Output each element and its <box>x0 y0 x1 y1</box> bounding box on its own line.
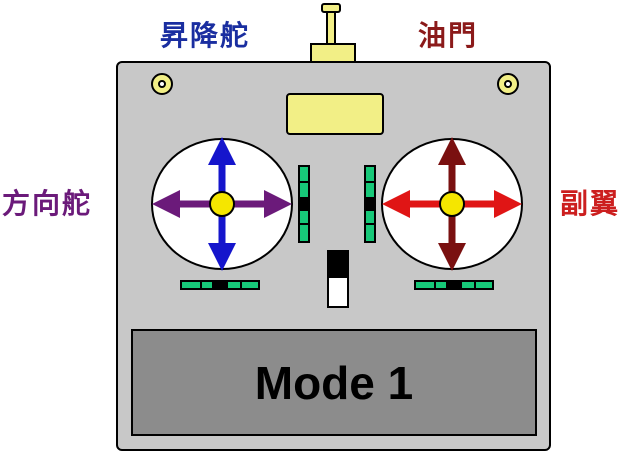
trim-tick <box>366 181 374 183</box>
aileron-label: 副翼 <box>560 187 621 220</box>
four-way-arrow-icon <box>151 137 293 271</box>
antenna-base <box>310 43 356 63</box>
trim-tick <box>240 282 242 288</box>
toggle-switch[interactable] <box>327 250 349 308</box>
elevator-label: 昇降舵 <box>160 19 251 52</box>
trim-tick <box>474 282 476 288</box>
antenna <box>326 11 336 47</box>
mode-panel: Mode 1 <box>131 329 537 436</box>
right-vertical-trim[interactable] <box>364 165 376 243</box>
screw-icon <box>151 73 173 95</box>
switch-knob <box>329 252 347 278</box>
left-horizontal-trim[interactable] <box>180 280 260 290</box>
trim-tick <box>434 282 436 288</box>
rudder-label: 方向舵 <box>2 187 93 220</box>
right-stick-gimbal[interactable] <box>380 137 524 271</box>
mode-label: Mode 1 <box>254 356 414 409</box>
stick-knob <box>209 191 235 217</box>
stick-knob <box>439 191 465 217</box>
trim-indicator <box>446 282 462 288</box>
trim-tick <box>300 181 308 183</box>
left-vertical-trim[interactable] <box>298 165 310 243</box>
left-stick-gimbal[interactable] <box>150 137 294 271</box>
trim-tick <box>366 223 374 225</box>
trim-tick <box>300 223 308 225</box>
lcd-display <box>286 93 384 135</box>
trim-tick <box>200 282 202 288</box>
right-horizontal-trim[interactable] <box>414 280 494 290</box>
trim-indicator <box>366 197 374 211</box>
throttle-label: 油門 <box>418 19 479 52</box>
trim-indicator <box>300 197 308 211</box>
four-way-arrow-icon <box>381 137 523 271</box>
trim-indicator <box>212 282 228 288</box>
screw-icon <box>497 73 519 95</box>
